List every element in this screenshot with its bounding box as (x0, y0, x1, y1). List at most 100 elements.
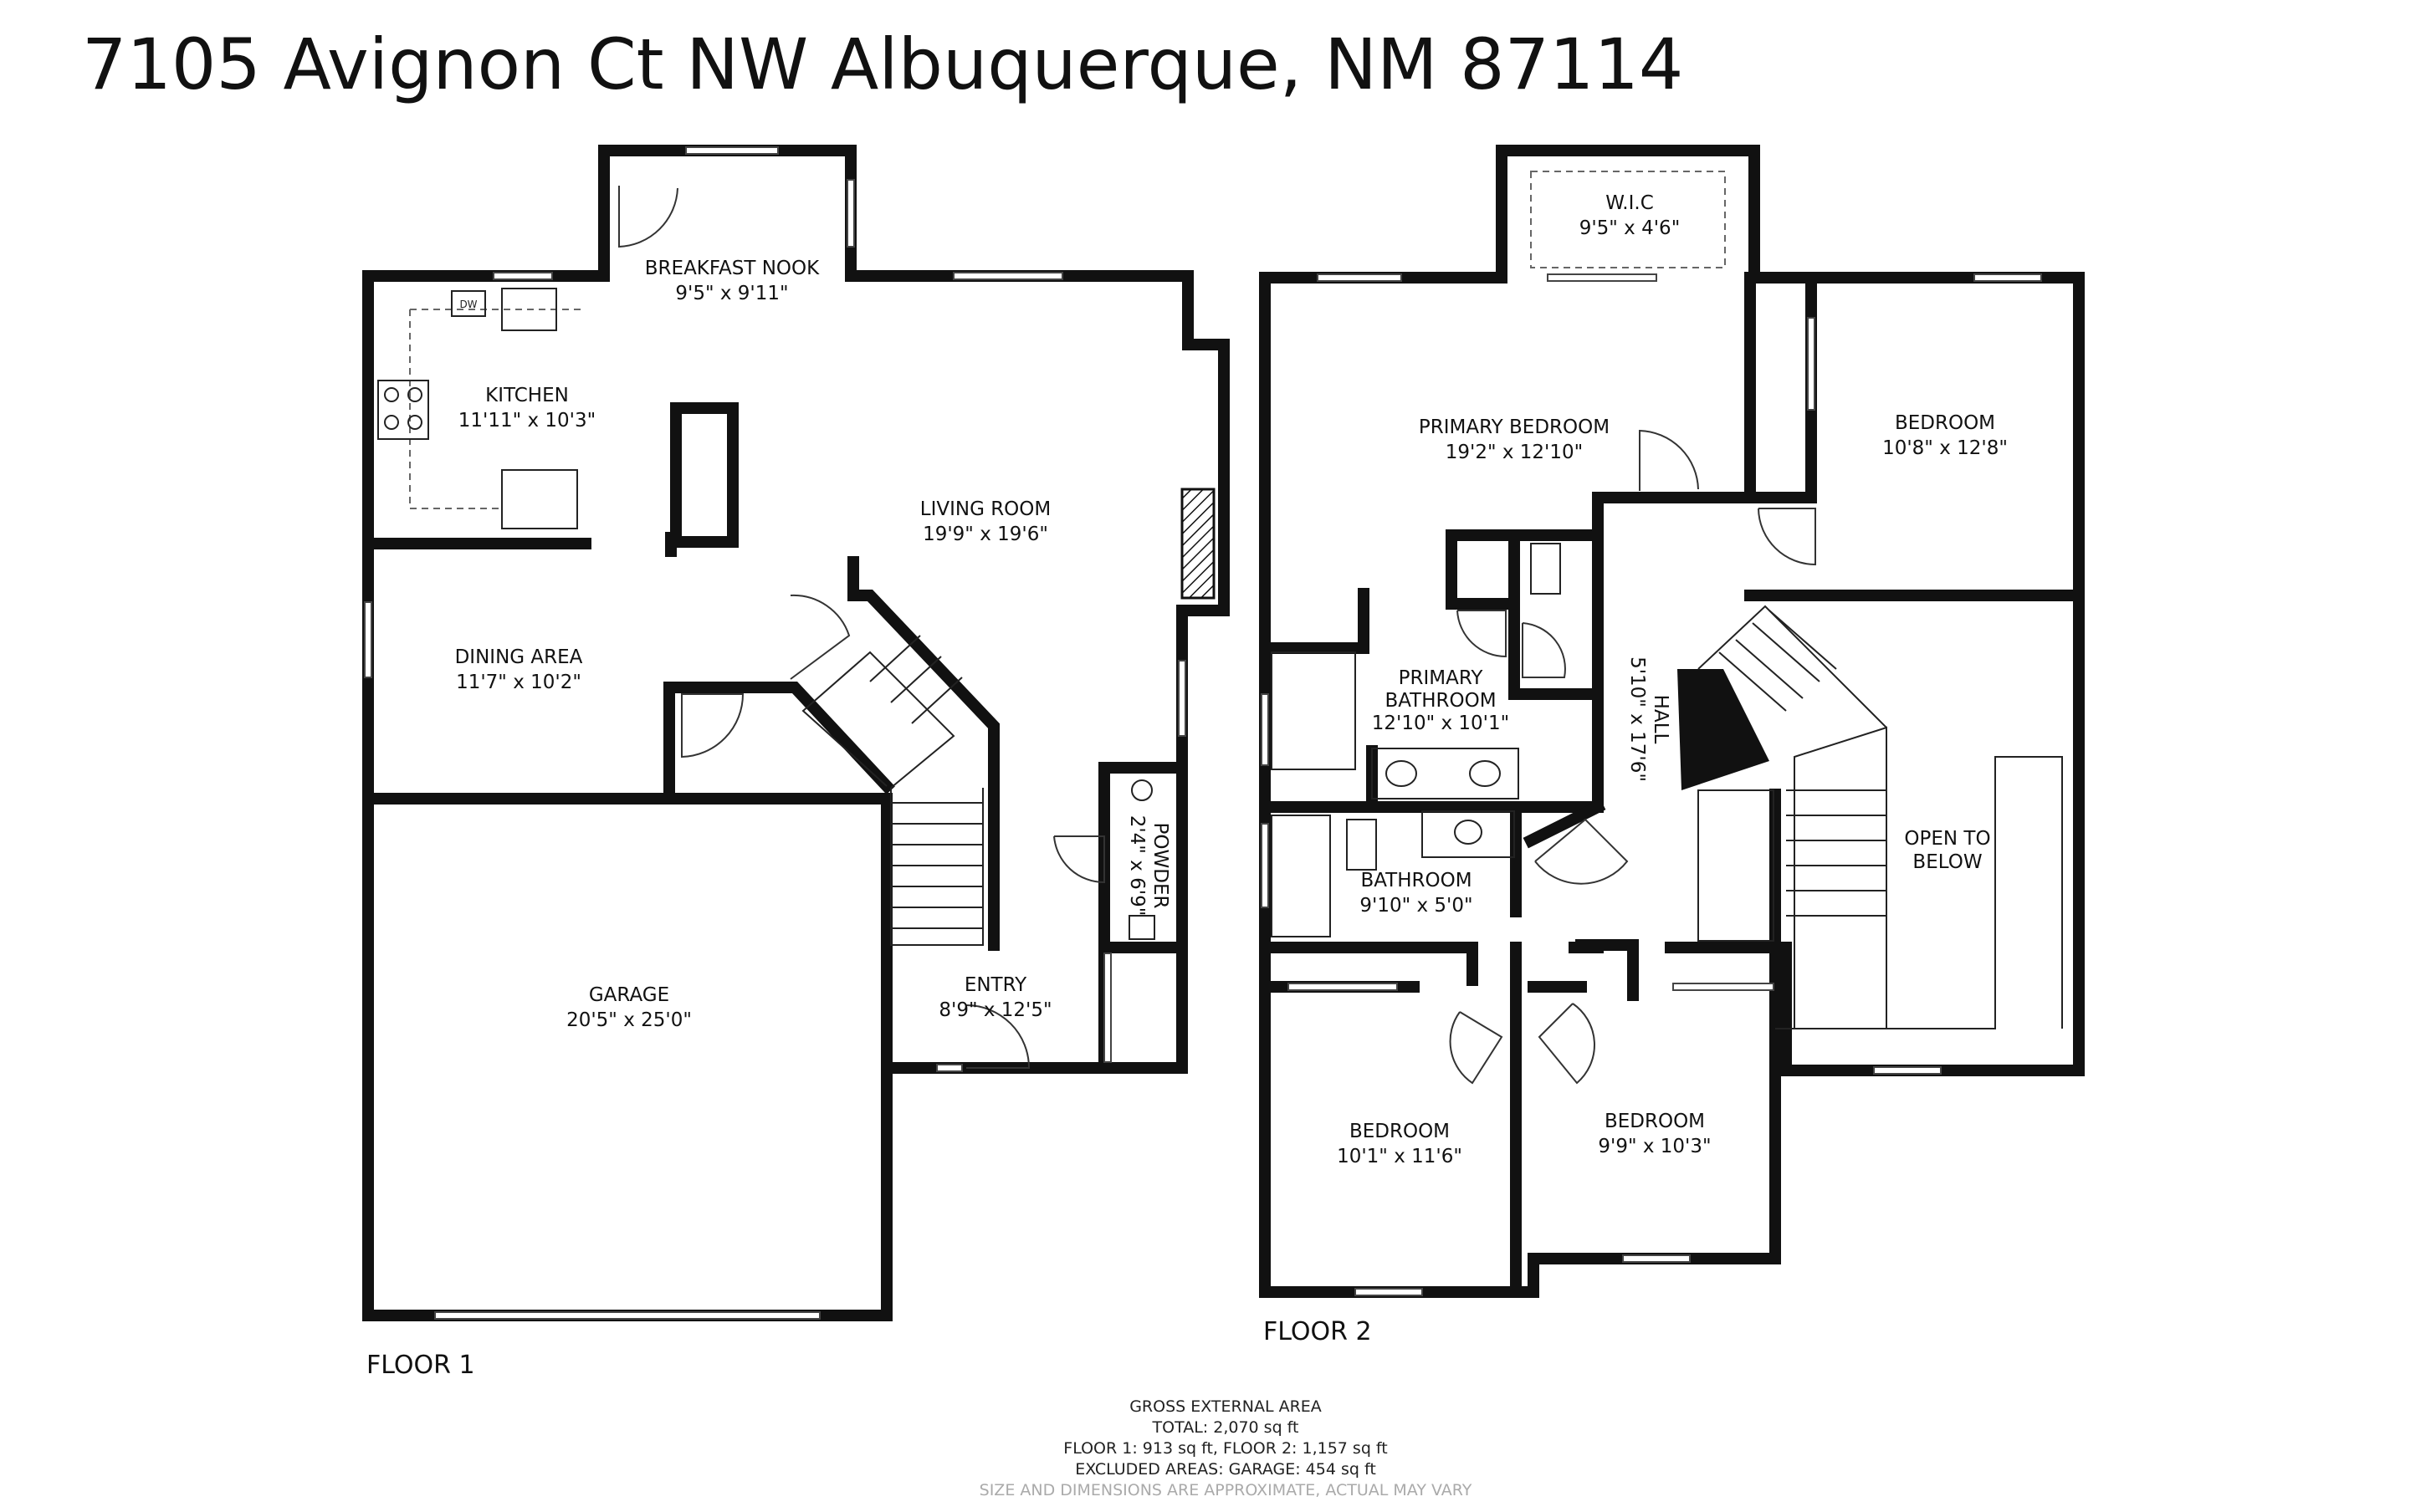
primary-bedroom-east-wall (1592, 272, 1756, 813)
garage-dims: 20'5" x 25'0" (566, 1009, 692, 1031)
hall-dims: 5'10" x 17'6" (1626, 656, 1648, 782)
range (377, 380, 429, 440)
entry-dims: 8'9" x 12'5" (939, 999, 1052, 1021)
primary-closet-walls (1508, 598, 1604, 700)
open-to-below-line1: OPEN TO (1904, 828, 1990, 850)
fireplace (1180, 488, 1216, 600)
garage-name: GARAGE (589, 984, 669, 1006)
wic-shelving (1530, 171, 1726, 268)
vanity (1421, 810, 1515, 858)
window (493, 272, 553, 280)
window (364, 601, 372, 678)
dining-area-dims: 11'7" x 10'2" (456, 672, 581, 693)
floor2-plan: W.I.C 9'5" x 4'6" PRIMARY BEDROOM 19'2" … (1259, 145, 2085, 1346)
bathroom-walls (1259, 801, 1522, 986)
living-room-name: LIVING ROOM (920, 498, 1052, 520)
window (1622, 1254, 1691, 1263)
toilet (1530, 543, 1561, 595)
powder-name: POWDER (1149, 823, 1171, 909)
bedroom-se-walls (1528, 939, 1639, 1001)
floor1-plan: DW BREAKFAST NOOK 9'5" x 9'11" KITCHEN 1… (362, 145, 1230, 1380)
primary-bathroom-line1: PRIMARY (1399, 667, 1484, 689)
window (685, 146, 779, 155)
primary-bathroom-dims: 12'10" x 10'1" (1372, 713, 1509, 734)
window (1672, 983, 1774, 991)
primary-wc-walls (1446, 529, 1604, 610)
window (936, 1064, 963, 1072)
living-room-dims: 19'9" x 19'6" (923, 524, 1048, 545)
window (1873, 1066, 1942, 1075)
window (1807, 317, 1815, 411)
window (1261, 693, 1269, 766)
linen-closet (1697, 789, 1774, 942)
kitchen-dims: 11'11" x 10'3" (458, 410, 596, 432)
bathtub (1271, 815, 1331, 937)
kitchen-sink (501, 288, 557, 331)
fridge (501, 469, 578, 529)
door-swing (965, 1004, 1031, 1069)
door-swing (681, 693, 745, 759)
floor1-exterior-wall (362, 145, 1230, 1321)
area-excluded: EXCLUDED AREAS: GARAGE: 454 sq ft (1075, 1460, 1376, 1479)
primary-bedroom-dims: 19'2" x 12'10" (1446, 442, 1583, 463)
window (1354, 1288, 1423, 1296)
open-to-below-line2: BELOW (1912, 851, 1982, 873)
dining-area-name: DINING AREA (455, 646, 583, 668)
bedroom-ne-west-wall (1744, 272, 1817, 503)
door-swing (790, 594, 851, 680)
bathtub (1271, 651, 1356, 770)
bedroom-se-name: BEDROOM (1605, 1111, 1705, 1132)
kitchen-name: KITCHEN (485, 385, 569, 406)
window (1261, 823, 1269, 908)
floor2-label: FLOOR 2 (1263, 1317, 1372, 1346)
floor1-label: FLOOR 1 (366, 1351, 475, 1380)
door-swing (1538, 1003, 1595, 1085)
garage-door (434, 1311, 821, 1320)
door-swing (1758, 508, 1816, 566)
open-to-below-outline (1794, 756, 2063, 1029)
floor2-stair-landing (1677, 669, 1769, 790)
hall-walls (1510, 789, 1781, 1264)
wic-name: W.I.C (1605, 192, 1654, 214)
area-floors: FLOOR 1: 913 sq ft, FLOOR 2: 1,157 sq ft (1063, 1439, 1387, 1458)
door-swing (1522, 622, 1566, 678)
open-to-below-rail (1794, 726, 1887, 1029)
window (1317, 273, 1402, 282)
breakfast-nook-name: BREAKFAST NOOK (645, 258, 820, 279)
bedroom-se-dims: 9'9" x 10'3" (1598, 1136, 1711, 1157)
bedroom-ne-dims: 10'8" x 12'8" (1882, 437, 2008, 459)
dishwasher (451, 290, 486, 317)
area-summary: GROSS EXTERNAL AREA TOTAL: 2,070 sq ft F… (980, 1397, 1472, 1499)
window (847, 179, 855, 248)
floor1-stair-wall (847, 556, 1000, 951)
dining-garage-wall (362, 682, 893, 1321)
dishwasher-label: DW (459, 299, 477, 310)
primary-bathroom-name: BATHROOM (1385, 690, 1496, 712)
entry-name: ENTRY (965, 974, 1027, 996)
area-heading: GROSS EXTERNAL AREA (1129, 1397, 1322, 1416)
double-vanity (1371, 748, 1519, 799)
bathroom-dims: 9'10" x 5'0" (1359, 895, 1472, 917)
door-swing (1534, 818, 1629, 885)
window (1547, 273, 1657, 282)
primary-bedroom-name: PRIMARY BEDROOM (1419, 416, 1610, 438)
door-swing (618, 186, 678, 248)
window (1178, 660, 1186, 737)
window (1103, 953, 1112, 1063)
area-total: TOTAL: 2,070 sq ft (1152, 1418, 1299, 1437)
floor2-stair (1697, 605, 1887, 1029)
window (1287, 983, 1398, 991)
powder-room-wall (1098, 762, 1188, 1074)
bedroom-sw-name: BEDROOM (1349, 1121, 1450, 1142)
address-title: 7105 Avignon Ct NW Albuquerque, NM 87114 (82, 23, 1684, 105)
kitchen-island (670, 402, 739, 548)
hall-name: HALL (1650, 695, 1671, 744)
door-swing (1053, 835, 1105, 884)
bedroom-sw-dims: 10'1" x 11'6" (1337, 1146, 1462, 1167)
window (1973, 273, 2042, 282)
wic-dims: 9'5" x 4'6" (1579, 217, 1681, 239)
door-swing (1639, 429, 1699, 491)
breakfast-nook-dims: 9'5" x 9'11" (675, 283, 788, 304)
bedroom-ne-name: BEDROOM (1895, 412, 1995, 434)
